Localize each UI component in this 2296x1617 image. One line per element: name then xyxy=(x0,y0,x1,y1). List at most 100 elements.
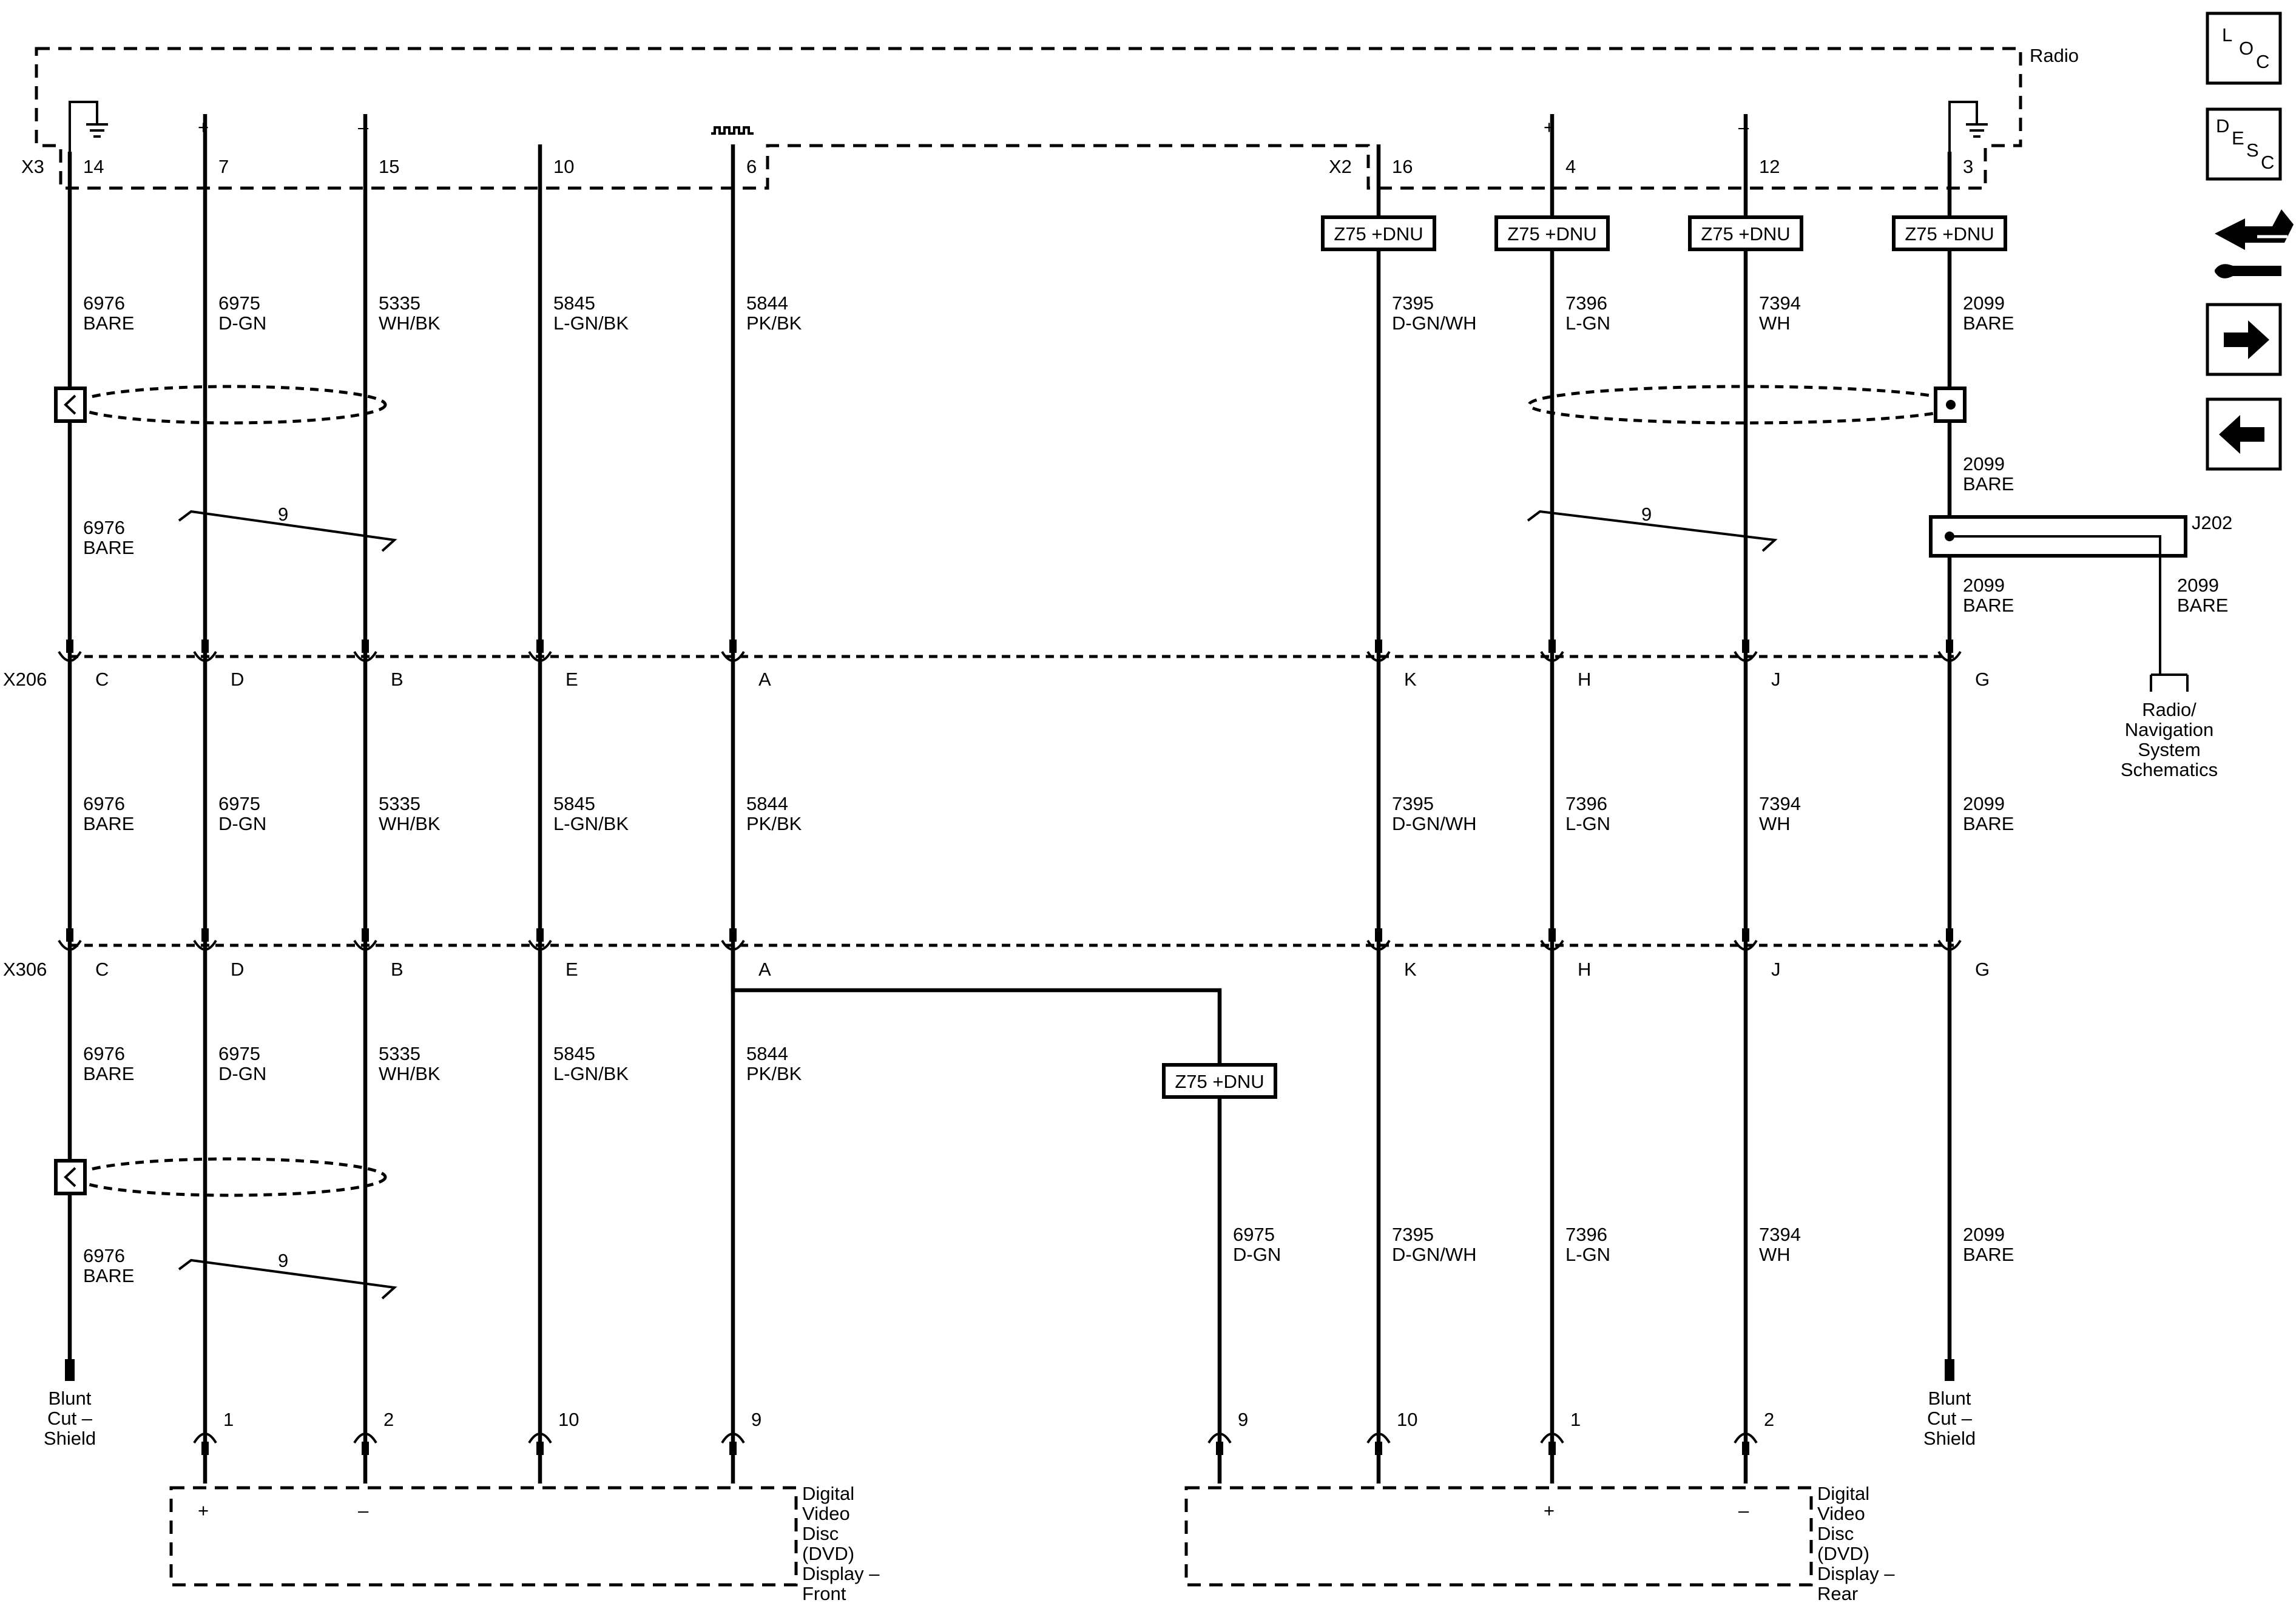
x206-cavity-letter: J xyxy=(1771,669,1781,690)
circuit-number: 7395 xyxy=(1392,793,1434,814)
wire-color: WH/BK xyxy=(379,312,441,334)
blunt-end xyxy=(65,1359,75,1381)
x306-cavity-pin xyxy=(536,928,544,942)
circuit-number: 7396 xyxy=(1565,793,1607,814)
option-box-frame xyxy=(1162,1063,1277,1099)
dvd-rear-line-1: Video xyxy=(1817,1503,1865,1524)
x306-cavity xyxy=(58,939,82,951)
dvd-pin-number: 2 xyxy=(383,1409,394,1430)
dvd-rear-line-2: Disc xyxy=(1817,1523,1854,1544)
radio-nav-line-2: System xyxy=(2138,739,2200,760)
wire-color: L-GN xyxy=(1565,1244,1610,1265)
dvd-pin-number: 10 xyxy=(558,1409,579,1430)
x3-label: X3 xyxy=(21,156,44,177)
top-pin-number: 7 xyxy=(218,156,229,177)
x206-cavity xyxy=(193,650,217,662)
x206-cavity xyxy=(353,650,377,662)
svg-text:9: 9 xyxy=(278,1250,288,1271)
circuit-number: 6975 xyxy=(218,793,260,814)
option-box-4: Z75 +DNU xyxy=(1162,1063,1277,1099)
svg-text:9: 9 xyxy=(278,504,288,525)
x306-cavity xyxy=(1540,939,1564,951)
blunt-right-line-2: Shield xyxy=(1923,1428,1976,1449)
circuit-number: 7395 xyxy=(1392,292,1434,314)
x306-cavity-pin xyxy=(1548,928,1556,942)
desc-button[interactable]: D E S C xyxy=(2206,107,2282,181)
blunt-left-line-1: Cut – xyxy=(47,1408,93,1429)
top-pin-number: 10 xyxy=(553,156,574,177)
x206-cavity-pin xyxy=(362,640,369,653)
dvd-cavity xyxy=(353,1433,377,1444)
j202-splice: J202 xyxy=(1929,512,2232,692)
x206-cavity xyxy=(721,650,745,662)
wire-group: 14CC6976BARE6976BARE6976BARE6976BARE6976… xyxy=(58,114,2014,1484)
x306-cavity-letter: C xyxy=(95,959,109,980)
circuit-number: 6975 xyxy=(218,1043,260,1064)
circuit-number: 6976 xyxy=(83,1043,125,1064)
svg-text:E: E xyxy=(2232,127,2244,149)
dvd-front-line-2: Disc xyxy=(802,1523,839,1544)
dvd-pin-number: 1 xyxy=(223,1409,234,1430)
option-box-3: Z75 +DNU xyxy=(1892,215,2007,251)
wire-color: WH xyxy=(1759,813,1791,834)
wire-color: PK/BK xyxy=(746,813,802,834)
wire-color: D-GN xyxy=(218,1063,266,1084)
loc-button[interactable]: L O C xyxy=(2206,12,2282,85)
x206-cavity xyxy=(58,650,82,662)
dvd-rear-line-4: Display – xyxy=(1817,1563,1895,1584)
plus-mark-dvd-front: + xyxy=(198,1500,209,1521)
top-pin-number: 6 xyxy=(746,156,757,177)
twist-mark-left-bottom: 9 xyxy=(178,1250,397,1300)
x206-cavity-letter: A xyxy=(758,669,771,690)
svg-text:C: C xyxy=(2256,51,2269,72)
circuit-number: 6976 xyxy=(83,793,125,814)
twist-mark-left-top: 9 xyxy=(178,504,397,552)
circuit-number: 6976 xyxy=(83,517,125,538)
top-pin-number: 15 xyxy=(379,156,399,177)
blunt-right-line-1: Cut – xyxy=(1927,1408,1973,1429)
x306-cavity-pin xyxy=(362,928,369,942)
option-box-text: Z75 +DNU xyxy=(1905,223,1994,245)
x306-cavity-pin xyxy=(1375,928,1382,942)
dvd-cavity-pin xyxy=(201,1442,209,1455)
circuit-number: 5335 xyxy=(379,793,420,814)
radio-nav-line-1: Navigation xyxy=(2125,719,2213,740)
dvd-cavity xyxy=(721,1433,745,1444)
dvd-pin-number: 2 xyxy=(1764,1409,1774,1430)
previous-page-button[interactable] xyxy=(2206,397,2282,471)
x206-cavity xyxy=(1366,650,1391,662)
j202-out-circuit: 2099 xyxy=(2177,575,2219,596)
dvd-front-line-0: Digital xyxy=(802,1483,854,1504)
svg-text:D: D xyxy=(2216,115,2229,137)
option-box-text: Z75 +DNU xyxy=(1175,1071,1264,1092)
top-pin-number: 14 xyxy=(83,156,104,177)
shield-bottom-left xyxy=(54,1157,387,1197)
dvd-cavity xyxy=(1734,1433,1758,1444)
x206-cavity-letter: H xyxy=(1578,669,1591,690)
plus-mark-dvd-rear: + xyxy=(1544,1500,1555,1521)
connector-end-view-icon[interactable] xyxy=(2215,209,2294,279)
branch-wire-color: D-GN xyxy=(1233,1244,1281,1265)
x206-cavity-pin xyxy=(1742,640,1749,653)
wire-branch-a xyxy=(731,945,1222,1065)
circuit-number: 6976 xyxy=(83,292,125,314)
wire-color: WH/BK xyxy=(379,813,441,834)
wire-color: WH xyxy=(1759,312,1791,334)
x206-cavity-letter: D xyxy=(231,669,244,690)
x206-cavity-pin xyxy=(66,640,73,653)
x306-cavity-pin xyxy=(1742,928,1749,942)
x206-cavity xyxy=(1937,650,1962,662)
radio-nav-line-3: Schematics xyxy=(2121,759,2218,780)
wire-color: PK/BK xyxy=(746,1063,802,1084)
circuit-number: 7394 xyxy=(1759,1224,1801,1245)
next-page-button[interactable] xyxy=(2206,303,2282,376)
circuit-number: 7394 xyxy=(1759,793,1801,814)
wire-color: L-GN/BK xyxy=(553,1063,629,1084)
circuit-number: 7396 xyxy=(1565,292,1607,314)
